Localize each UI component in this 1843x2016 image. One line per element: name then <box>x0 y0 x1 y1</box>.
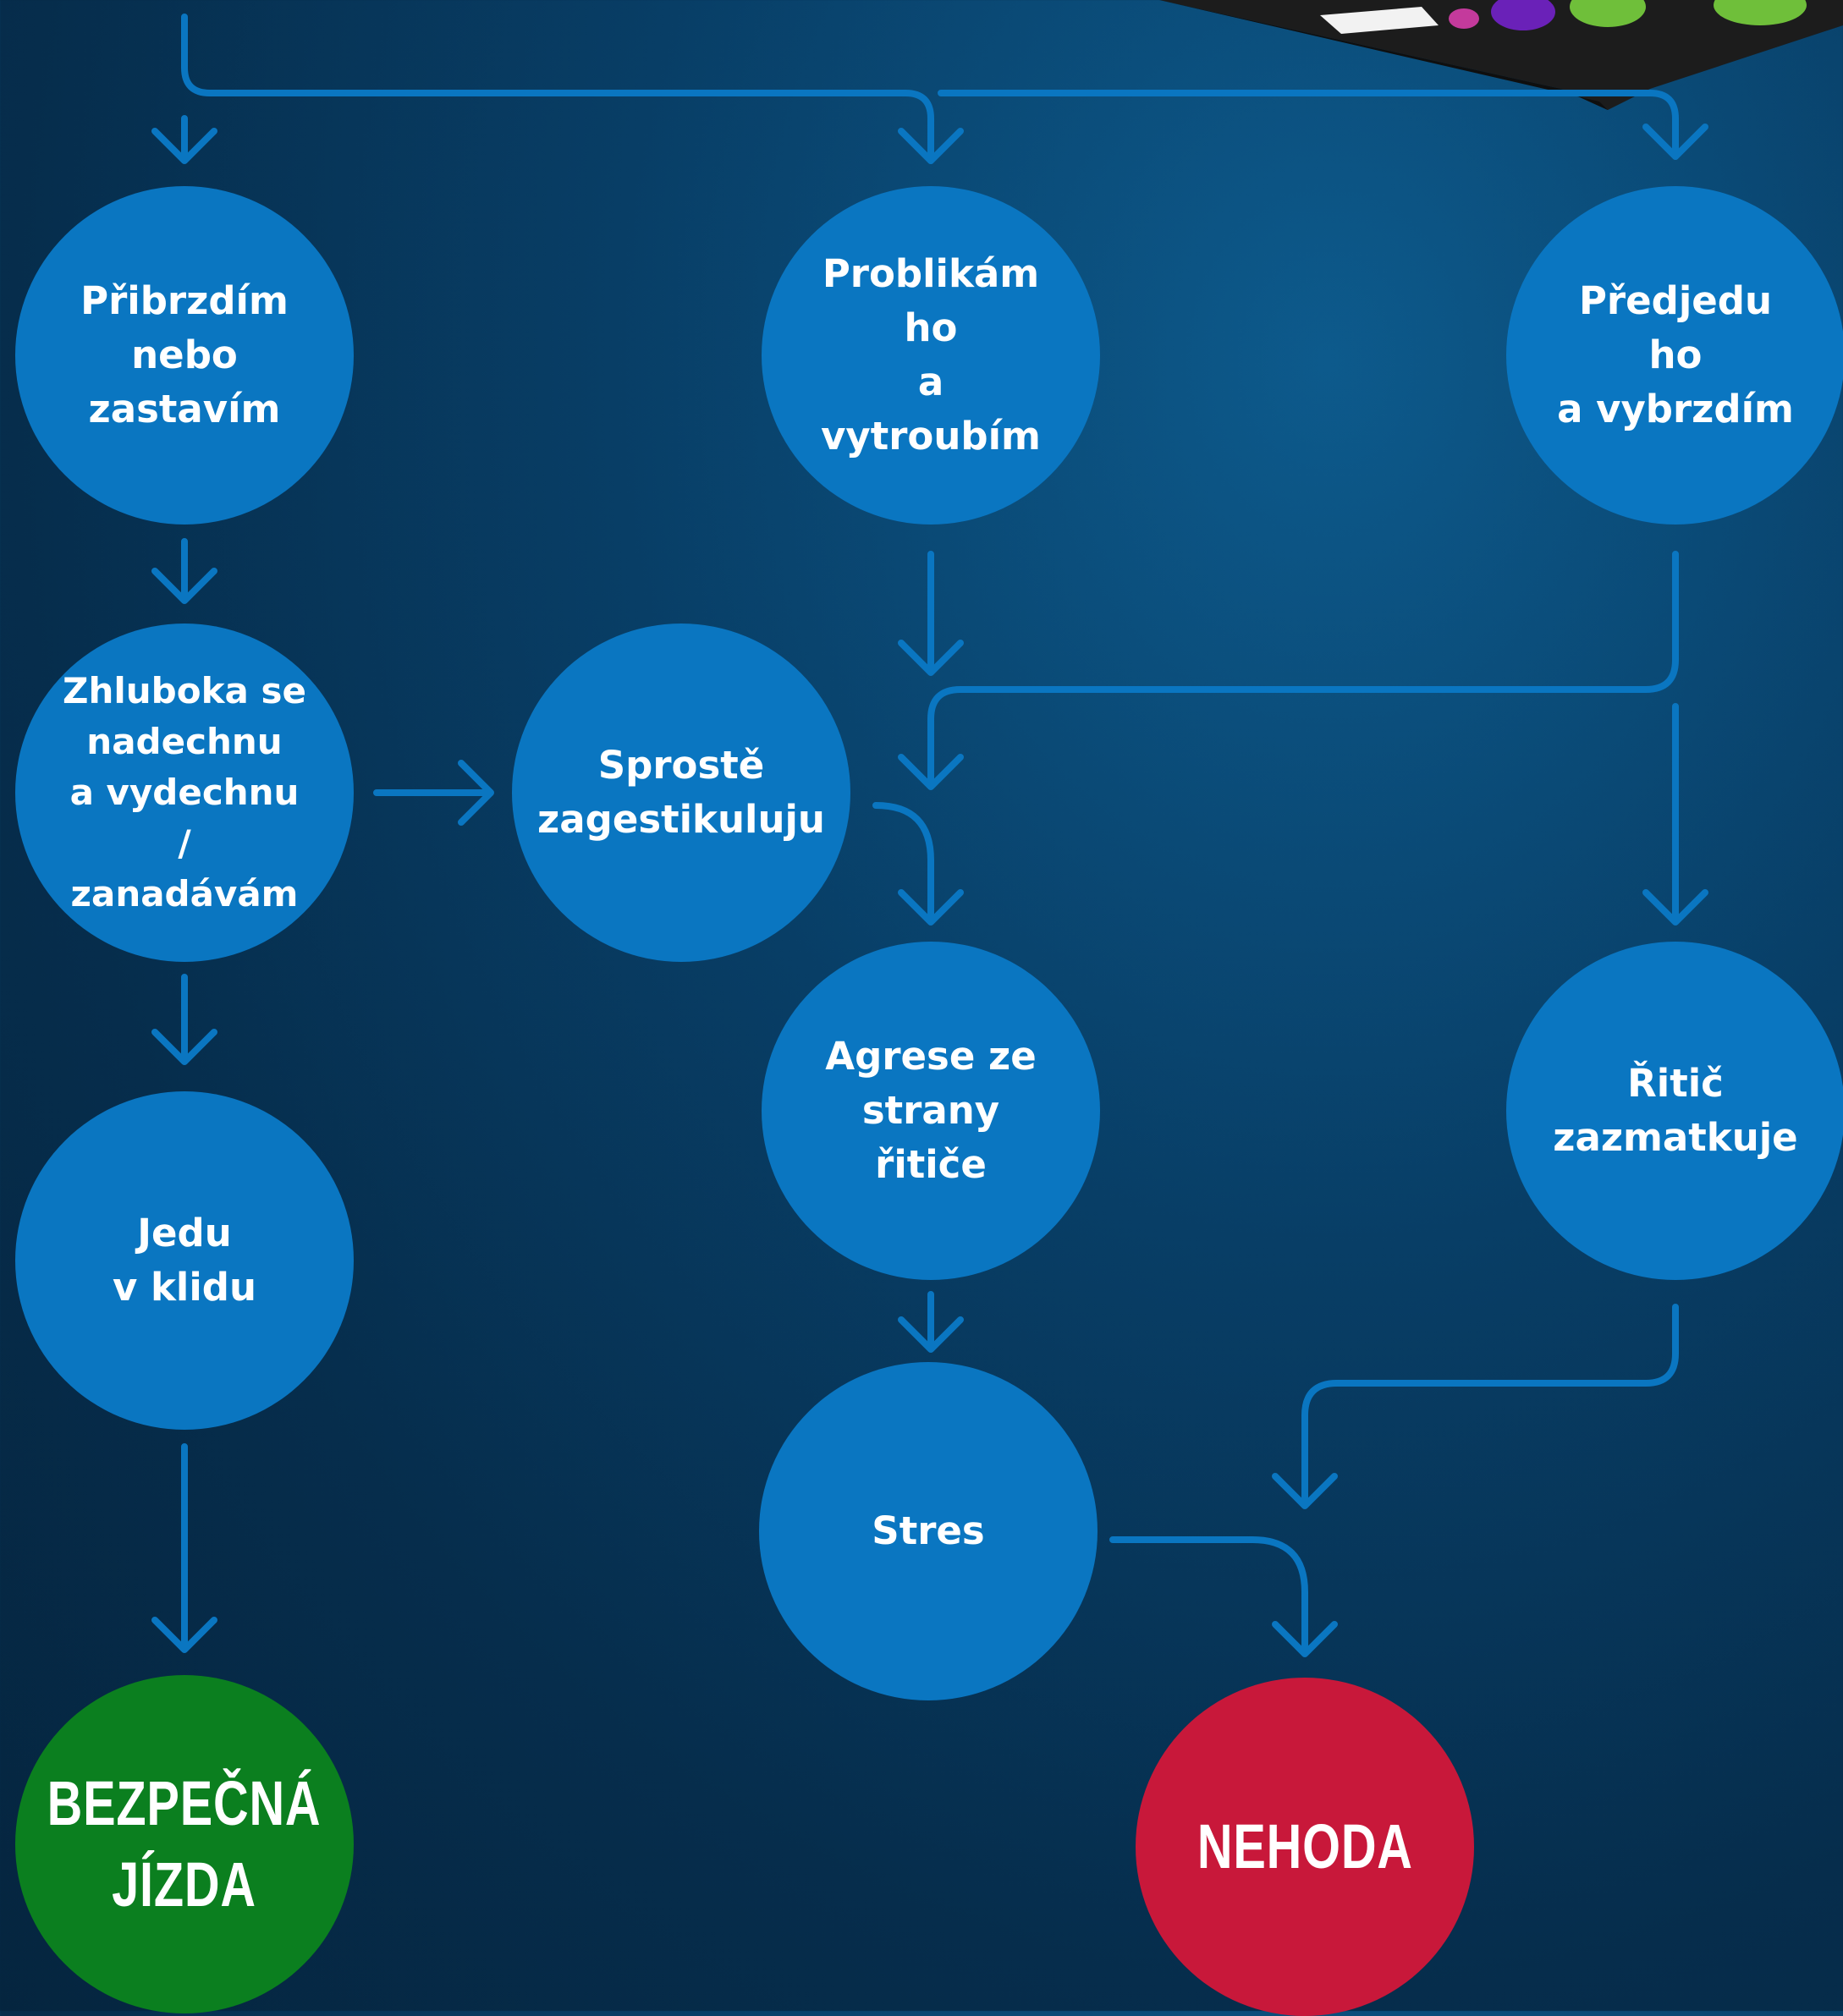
node-flash-and-honk: Problikám ho a vytroubím <box>762 186 1100 525</box>
arrow-head-top-right <box>1642 124 1708 160</box>
node-tailgater-panics: Řitič zazmatkuje <box>1506 942 1843 1280</box>
arrow-flash-down <box>898 551 964 676</box>
arrow-overtake-to-panics <box>1642 703 1708 926</box>
outcome-accident: NEHODA <box>1136 1678 1474 2016</box>
node-overtake-and-brake-label: Předjedu ho a vybrzdím <box>1557 278 1794 431</box>
arrow-calm-to-safe <box>151 1443 217 1653</box>
node-stress-label: Stres <box>872 1508 985 1553</box>
node-breathe-or-swear-label: Zhluboka se nadechnu a vydechnu / zanadá… <box>63 670 306 915</box>
node-breathe-or-swear: Zhluboka se nadechnu a vydechnu / zanadá… <box>15 623 354 962</box>
node-rude-gesture: Sprostě zagestikuluju <box>512 623 850 962</box>
board-game-illustration <box>1159 0 1843 110</box>
outcome-accident-label: NEHODA <box>1197 1811 1413 1881</box>
node-flash-and-honk-label: Problikám ho a vytroubím <box>821 251 1041 459</box>
outcome-safe-ride: BEZPEČNÁ JÍZDA <box>15 1675 354 2013</box>
arrow-top-branch-right <box>938 90 1679 160</box>
node-stress: Stres <box>759 1362 1098 1700</box>
node-tailgater-panics-label: Řitič zazmatkuje <box>1553 1061 1798 1160</box>
arrow-panics-to-accident <box>1272 1304 1679 1509</box>
arrow-stress-to-accident <box>1109 1536 1338 1657</box>
arrow-top-branch <box>181 14 934 164</box>
node-drive-calmly: Jedu v klidu <box>15 1091 354 1430</box>
arrow-breathe-to-calm <box>151 974 217 1065</box>
arrow-head-top-left <box>151 115 217 164</box>
arrow-breathe-to-gesture <box>373 760 494 826</box>
node-brake-or-stop: Přibrzdím nebo zastavím <box>15 186 354 525</box>
node-drive-calmly-label: Jedu v klidu <box>112 1211 257 1310</box>
arrow-overtake-merge <box>898 551 1679 790</box>
outcome-safe-ride-label: BEZPEČNÁ JÍZDA <box>47 1768 322 1920</box>
node-rude-gesture-label: Sprostě zagestikuluju <box>537 743 825 842</box>
node-tailgater-aggression-label: Agrese ze strany řitiče <box>825 1034 1037 1187</box>
node-overtake-and-brake: Předjedu ho a vybrzdím <box>1506 186 1843 525</box>
arrow-head-top-mid <box>898 128 964 164</box>
node-brake-or-stop-label: Přibrzdím nebo zastavím <box>80 278 289 431</box>
arrow-brake-to-breathe <box>151 538 217 604</box>
arrow-aggression-to-stress <box>898 1291 964 1353</box>
arrow-gesture-to-aggression <box>872 802 964 926</box>
node-tailgater-aggression: Agrese ze strany řitiče <box>762 942 1100 1280</box>
